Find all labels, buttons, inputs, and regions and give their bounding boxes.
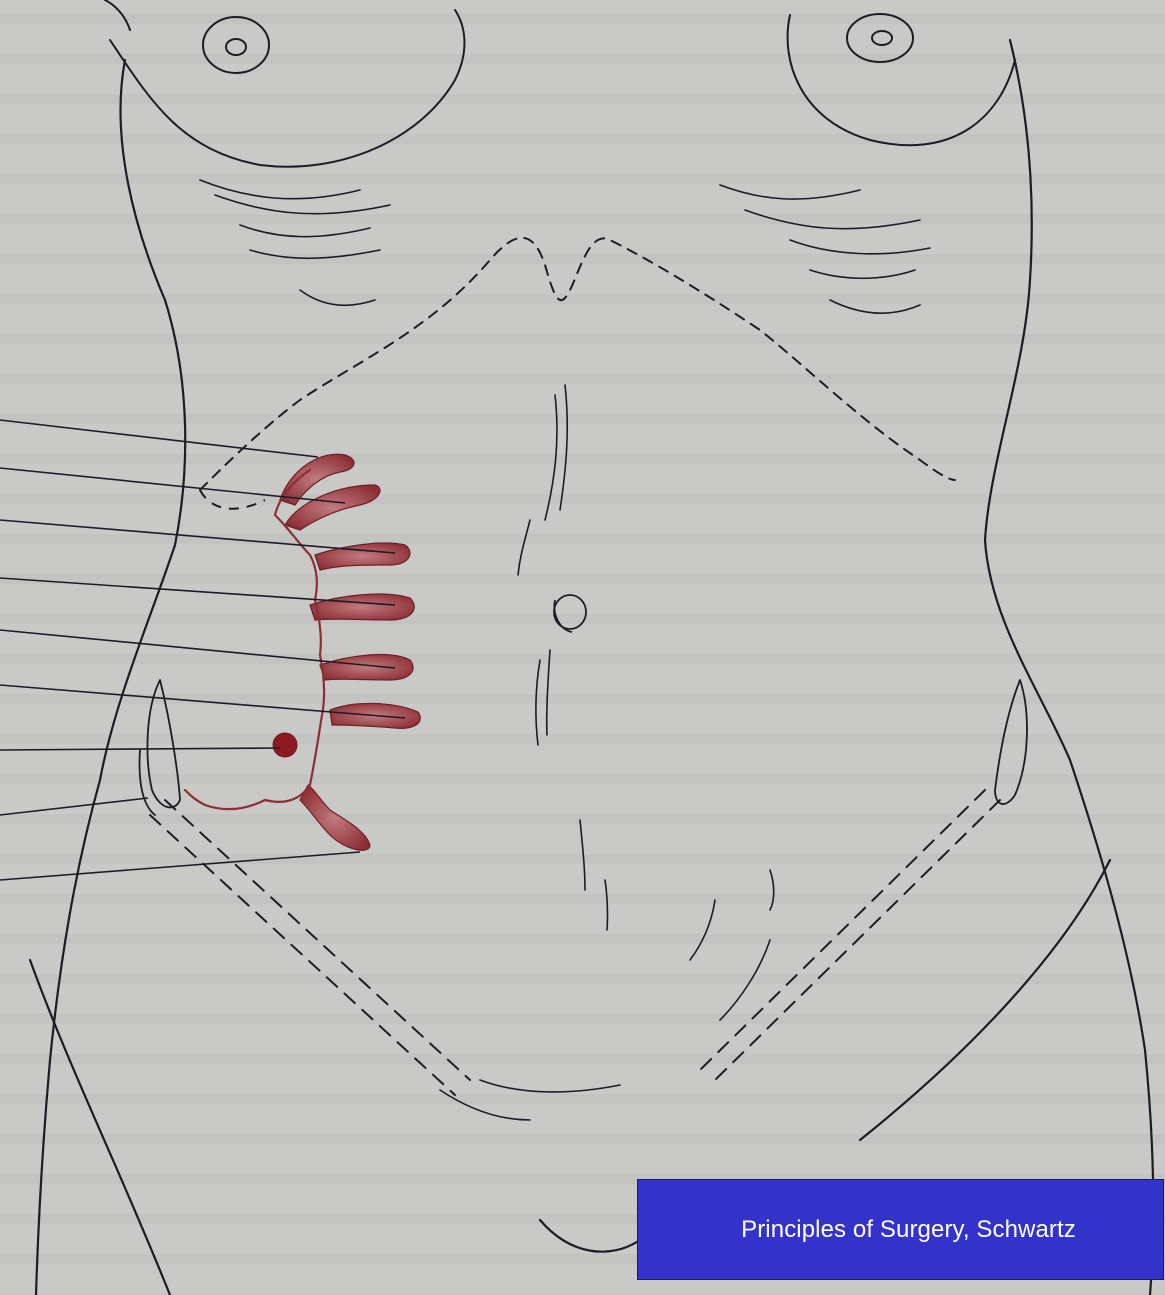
- appendix-position-7-dot: [273, 733, 297, 757]
- source-caption-box: Principles of Surgery, Schwartz: [637, 1179, 1164, 1280]
- source-caption: Principles of Surgery, Schwartz: [741, 1216, 1076, 1244]
